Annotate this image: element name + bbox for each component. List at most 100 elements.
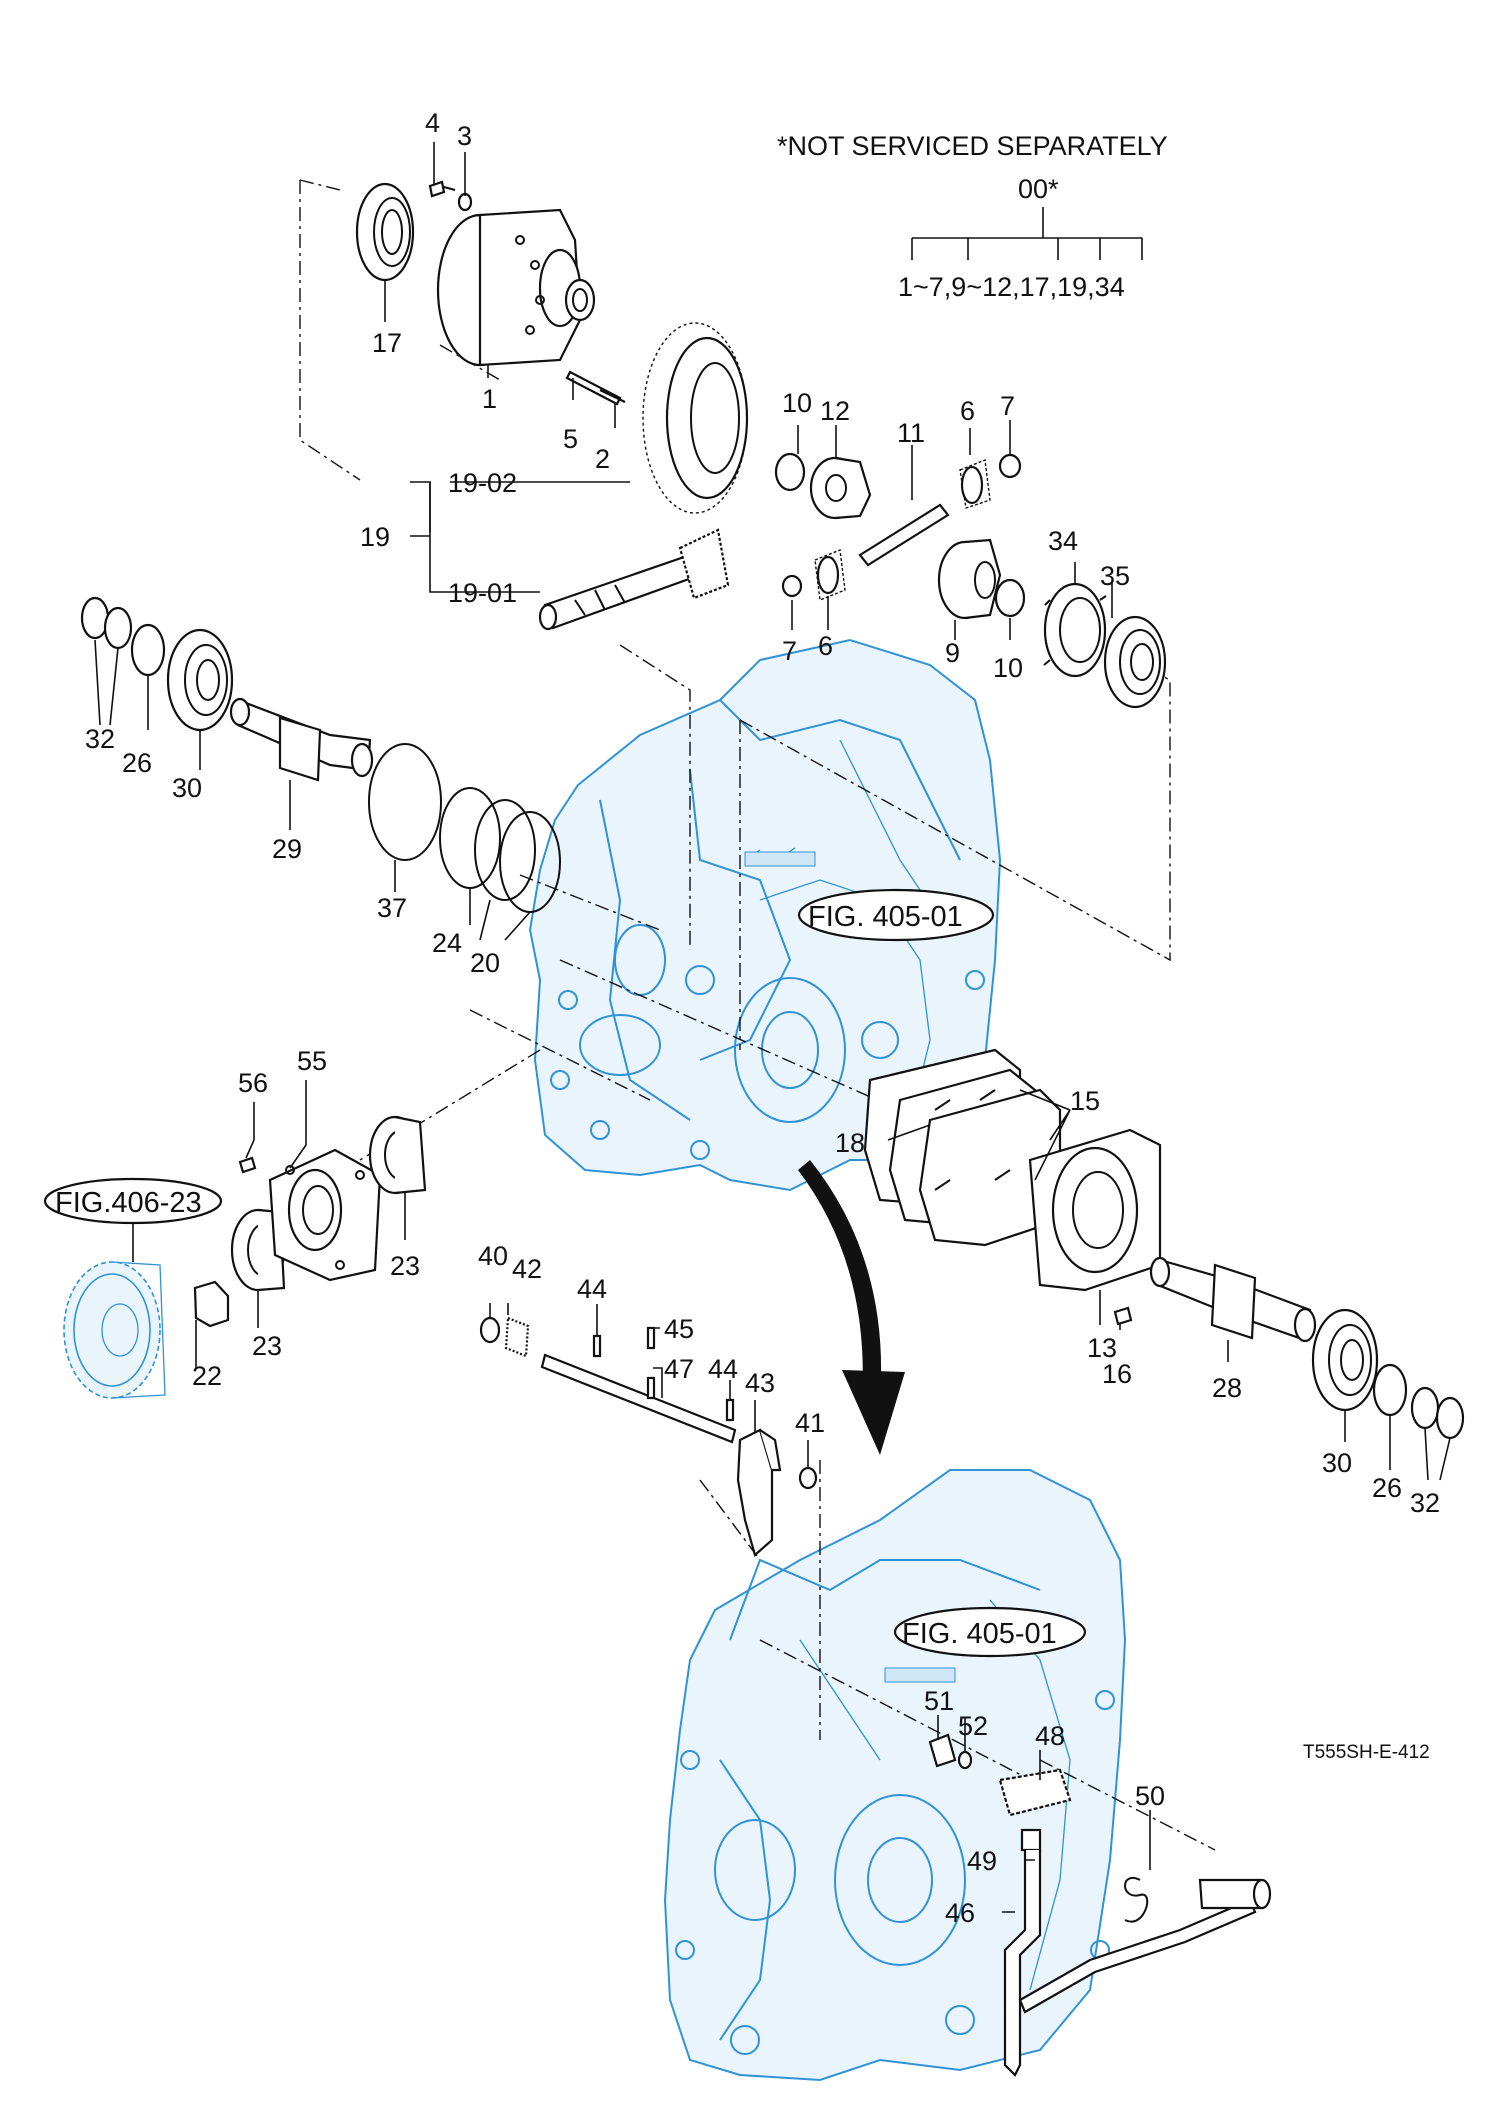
callout-7: 7 (1000, 391, 1015, 421)
callout-50: 50 (1135, 1781, 1165, 1811)
callout-41: 41 (795, 1408, 825, 1438)
pinion-gear-6 (959, 459, 991, 509)
spring-42 (504, 1316, 530, 1358)
callout-19-02: 19-02 (448, 468, 517, 498)
callout-26: 26 (122, 748, 152, 778)
callout-30: 30 (172, 773, 202, 803)
callout-19-01: 19-01 (448, 578, 517, 608)
figure-code: T555SH-E-412 (1303, 1742, 1430, 1763)
fig-405-lower-text: FIG. 405-01 (902, 1618, 1057, 1650)
callout-10-lower: 10 (993, 653, 1023, 683)
pinion-shaft-19-01 (538, 528, 730, 631)
thrust-washer-10 (774, 452, 806, 492)
callout-4: 4 (425, 108, 440, 138)
callout-6-lower: 6 (818, 631, 833, 661)
gaskets (863, 1048, 1062, 1247)
snap-ring-41 (798, 1466, 818, 1490)
callout-42: 42 (512, 1254, 542, 1284)
shift-rod-group (479, 1316, 818, 1557)
callout-9: 9 (945, 638, 960, 668)
callout-18: 18 (835, 1128, 865, 1158)
snap-ring-32b (103, 606, 133, 650)
differential-case-1 (436, 208, 596, 367)
bearing-30 (166, 628, 234, 732)
side-gear-12 (809, 456, 872, 520)
callout-1: 1 (482, 384, 497, 414)
bearing-30-right (1311, 1308, 1379, 1412)
pin-45 (646, 1326, 656, 1350)
callout-23-upper: 23 (390, 1251, 420, 1281)
transmission-case-upper (528, 638, 1002, 1192)
bolt-56 (238, 1156, 257, 1174)
callout-10: 10 (782, 388, 812, 418)
differential-flange-34 (1043, 582, 1107, 678)
callout-7-lower: 7 (782, 636, 797, 666)
pad-48 (998, 1768, 1072, 1817)
callout-13: 13 (1087, 1333, 1117, 1363)
thrust-washer-10-lower (994, 578, 1026, 618)
callout-44-b: 44 (708, 1354, 738, 1384)
pinion-shaft-11 (858, 503, 950, 567)
callout-51: 51 (924, 1686, 954, 1716)
differential-assembly (355, 180, 1167, 709)
fig-405-ref-upper: FIG. 405-01 (797, 888, 995, 942)
not-serviced-text: *NOT SERVICED SEPARATELY (777, 131, 1168, 161)
callout-55: 55 (297, 1046, 327, 1076)
washer-3 (457, 192, 473, 212)
bearing-35 (1103, 615, 1167, 709)
callout-32: 32 (85, 724, 115, 754)
callout-26-right: 26 (1372, 1473, 1402, 1503)
spring-50 (1124, 1877, 1149, 1923)
shift-rod (540, 1353, 737, 1444)
bolt-16 (1113, 1306, 1133, 1326)
bolt-4 (428, 180, 446, 198)
nut-22 (193, 1280, 230, 1328)
shift-fork-43 (736, 1428, 782, 1557)
callout-2: 2 (595, 444, 610, 474)
pedal-pivot (1198, 1878, 1264, 1910)
fig-405-ref-lower: FIG. 405-01 (893, 1606, 1087, 1658)
snap-ring-32-right-b (1435, 1396, 1465, 1440)
callout-49: 49 (967, 1846, 997, 1876)
callout-34: 34 (1048, 526, 1078, 556)
callout-22: 22 (192, 1361, 222, 1391)
shaft-29 (229, 697, 374, 782)
snap-ring-32 (80, 596, 110, 640)
callout-24: 24 (432, 928, 462, 958)
fig-406-ref: FIG.406-23 (43, 1177, 223, 1262)
shaft-28 (1149, 1256, 1317, 1343)
ring-gear-19-02 (642, 322, 749, 514)
callout-37: 37 (377, 893, 407, 923)
group-bracket (911, 207, 1143, 260)
oring-52 (957, 1750, 973, 1770)
pin-44 (592, 1334, 602, 1358)
callout-46: 46 (945, 1898, 975, 1928)
pin-44b (725, 1398, 735, 1422)
callout-35: 35 (1100, 561, 1130, 591)
group-code: 00* (1018, 174, 1059, 204)
fig-405-upper-text: FIG. 405-01 (808, 901, 963, 933)
washer-7-lower (781, 574, 803, 598)
right-shaft-group (1028, 1128, 1465, 1440)
callout-48: 48 (1035, 1721, 1065, 1751)
assembly-arrow (798, 1160, 905, 1455)
callout-23: 23 (252, 1331, 282, 1361)
pedal-arm-46 (1003, 1850, 1042, 2077)
callout-12: 12 (820, 396, 850, 426)
callout-43: 43 (745, 1368, 775, 1398)
group-members: 1~7,9~12,17,19,34 (898, 272, 1125, 302)
callout-45: 45 (664, 1314, 694, 1344)
callout-15: 15 (1070, 1086, 1100, 1116)
callout-17: 17 (372, 328, 402, 358)
leader-lines (94, 142, 1451, 1913)
shim-26-right (1372, 1363, 1408, 1417)
callout-19: 19 (360, 522, 390, 552)
side-gear-9 (937, 538, 1002, 620)
gear-fig-406 (63, 1261, 166, 1399)
left-shaft-group (80, 596, 561, 913)
callout-6: 6 (960, 396, 975, 426)
callout-3: 3 (457, 121, 472, 151)
pin-5 (565, 370, 622, 406)
callout-47: 47 (664, 1354, 694, 1384)
